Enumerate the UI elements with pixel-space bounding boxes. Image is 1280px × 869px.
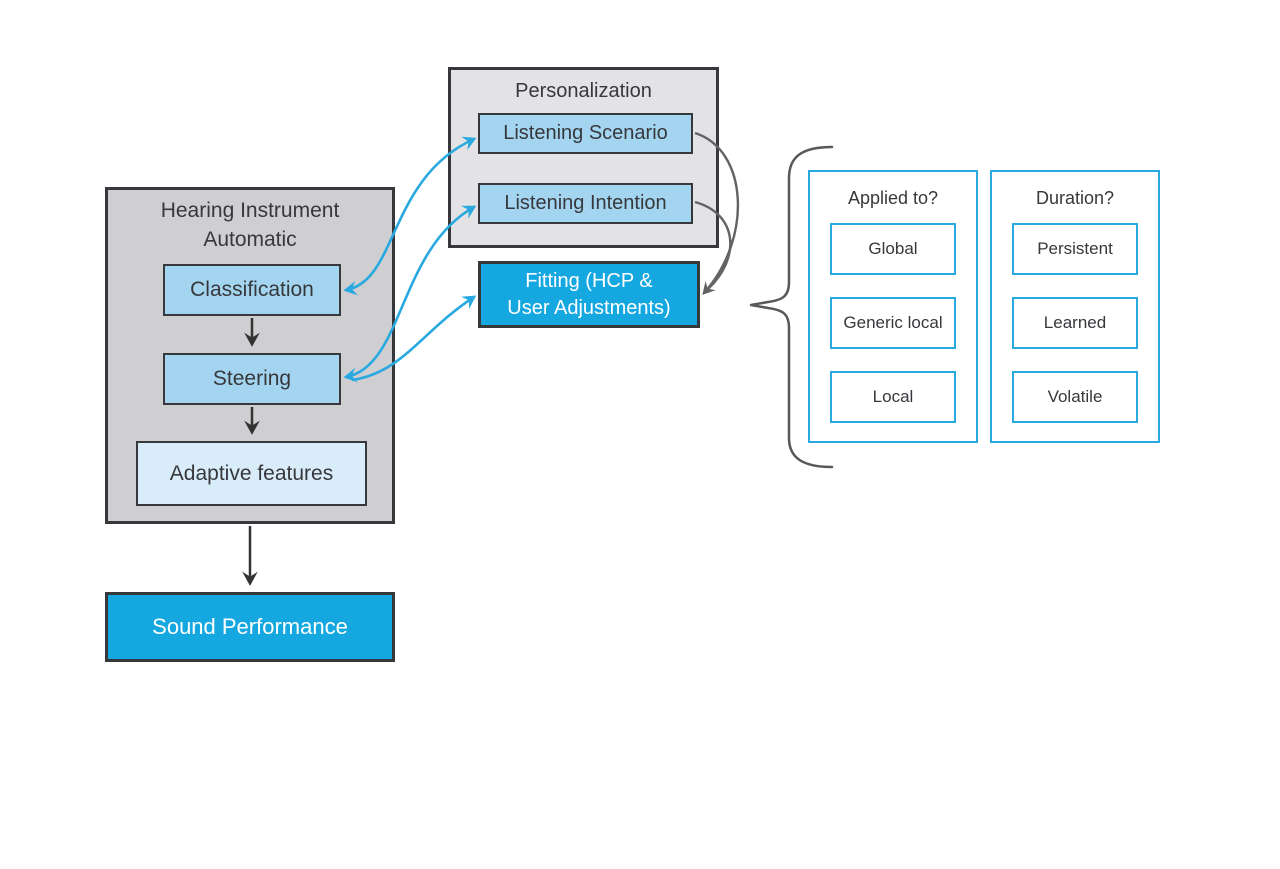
option-generic-local-label: Generic local <box>843 313 943 332</box>
option-learned-label: Learned <box>1043 313 1107 332</box>
option-persistent-label: Persistent <box>1037 239 1113 258</box>
personalization-title: Personalization <box>458 80 709 103</box>
option-generic-local: Generic local <box>830 297 956 349</box>
applied-to-title-label: Applied to? <box>847 188 939 208</box>
sound-performance-node: Sound Performance <box>105 592 395 662</box>
option-volatile-label: Volatile <box>1047 387 1103 406</box>
personalization-title-label: Personalization <box>515 80 652 102</box>
option-global: Global <box>830 223 956 275</box>
option-local-label: Local <box>872 387 914 406</box>
listening-intention-node: Listening Intention <box>478 183 693 224</box>
hearing-instrument-title: Hearing Instrument Automatic <box>115 197 385 255</box>
option-persistent: Persistent <box>1012 223 1138 275</box>
fitting-label-line1: Fitting (HCP & <box>525 269 653 292</box>
fitting-node: Fitting (HCP & User Adjustments) <box>478 261 700 328</box>
applied-to-title: Applied to? <box>808 188 978 209</box>
adaptive-features-label: Adaptive features <box>169 461 334 485</box>
hearing-instrument-title-line2: Automatic <box>203 227 297 251</box>
sound-performance-label: Sound Performance <box>152 614 348 639</box>
adaptive-features-node: Adaptive features <box>136 441 367 506</box>
option-local: Local <box>830 371 956 423</box>
duration-title: Duration? <box>990 188 1160 209</box>
steering-label: Steering <box>212 367 292 390</box>
steering-node: Steering <box>163 353 341 405</box>
duration-title-label: Duration? <box>1035 188 1115 208</box>
hearing-instrument-title-line1: Hearing Instrument <box>160 199 340 222</box>
listening-scenario-label: Listening Scenario <box>503 122 668 144</box>
classification-node: Classification <box>163 264 341 316</box>
listening-intention-label: Listening Intention <box>504 192 667 214</box>
fitting-label-line2: User Adjustments) <box>507 296 671 319</box>
option-volatile: Volatile <box>1012 371 1138 423</box>
listening-scenario-node: Listening Scenario <box>478 113 693 154</box>
classification-label: Classification <box>190 278 314 301</box>
option-learned: Learned <box>1012 297 1138 349</box>
option-global-label: Global <box>868 239 918 258</box>
